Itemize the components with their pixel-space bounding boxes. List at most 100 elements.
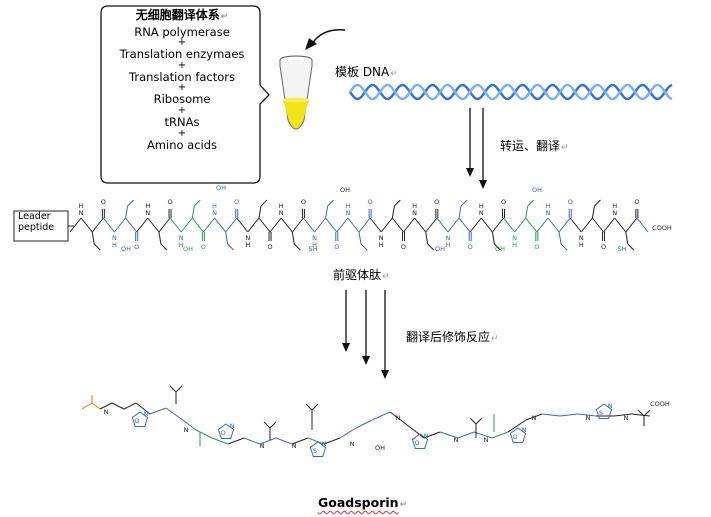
sulfur-atom: S xyxy=(599,409,603,417)
nitrogen-atom: N xyxy=(322,440,327,448)
hydrogen-atom: H xyxy=(245,241,250,249)
side-chain-bond xyxy=(591,205,595,219)
side-chain-bond xyxy=(469,417,477,425)
side-chain-bond xyxy=(560,243,568,251)
goadsporin-label: Goadsporin↵ xyxy=(318,495,408,510)
backbone-bond xyxy=(136,217,149,233)
side-chain-bond xyxy=(127,199,134,207)
backbone-bond xyxy=(69,217,82,233)
side-chain-bond xyxy=(193,199,201,207)
oxygen-atom: O xyxy=(234,198,239,206)
backbone-bond xyxy=(541,413,561,417)
backbone-bond xyxy=(503,217,516,233)
oxygen-atom: O xyxy=(534,243,539,251)
backbone-bond xyxy=(403,217,415,233)
cellfree-item: Translation factors xyxy=(129,69,235,84)
backbone-bond xyxy=(625,217,638,233)
nitrogen-atom: N xyxy=(484,436,489,444)
nitrogen-atom: N xyxy=(608,402,613,410)
nitrogen-atom: N xyxy=(479,209,484,217)
oxygen-atom: O xyxy=(501,198,506,206)
acetyl-bond xyxy=(81,402,101,410)
side-chain-bond xyxy=(305,403,313,411)
backbone-bond xyxy=(439,431,459,439)
side-chain-bond xyxy=(327,199,335,207)
backbone-bond xyxy=(369,217,382,233)
thiol-label: SH xyxy=(617,245,626,253)
backbone-bond xyxy=(275,437,293,445)
oxygen-atom: O xyxy=(268,243,273,251)
curved-arrow-icon xyxy=(311,29,346,45)
nitrogen-atom: N xyxy=(579,234,584,242)
backbone-bond xyxy=(436,217,449,233)
backbone-bond xyxy=(179,417,197,431)
oxygen-atom: O xyxy=(634,198,639,206)
nitrogen-atom: N xyxy=(522,426,527,434)
sulfur-atom: S xyxy=(313,447,317,455)
oxygen-atom: O xyxy=(568,198,573,206)
backbone-bond xyxy=(457,431,475,439)
thiazole-ring xyxy=(309,441,327,457)
backbone-bond xyxy=(491,217,504,233)
side-chain-bond xyxy=(260,199,268,207)
plus-sign: + xyxy=(177,37,187,49)
backbone-bond xyxy=(325,217,338,233)
backbone-bond xyxy=(214,217,227,233)
thiol-label: SH xyxy=(308,245,317,253)
hydrogen-atom: H xyxy=(112,241,117,249)
side-chain-bond xyxy=(425,231,429,245)
nitrogen-atom: N xyxy=(112,234,117,242)
hydrogen-atom: H xyxy=(79,202,84,210)
nitrogen-atom: N xyxy=(379,234,384,242)
backbone-bond xyxy=(135,402,151,415)
backbone-bond xyxy=(558,217,571,233)
hydrogen-atom: H xyxy=(379,241,384,249)
cellfree-item: RNA polymerase xyxy=(134,24,230,39)
oxygen-atom: O xyxy=(101,198,106,206)
backbone-bond xyxy=(592,217,604,233)
backbone-bond xyxy=(423,431,441,439)
nitrogen-atom: N xyxy=(445,234,450,242)
backbone-bond xyxy=(169,217,182,233)
backbone-bond xyxy=(339,427,357,439)
side-chain-bond xyxy=(160,243,168,251)
backbone-bond xyxy=(358,217,371,233)
hydroxyl-label: OH xyxy=(495,245,505,253)
backbone-bond xyxy=(280,217,293,233)
oxygen-atom: O xyxy=(414,439,419,447)
backbone-bond xyxy=(291,217,304,233)
cellfree-item: tRNAs xyxy=(164,114,200,129)
backbone-bond xyxy=(147,217,160,233)
leader-peptide-label: Leader peptide xyxy=(18,211,55,233)
side-chain-bond xyxy=(311,403,319,411)
plus-sign: + xyxy=(177,59,187,71)
backbone-bond xyxy=(425,217,438,233)
side-chain-bond xyxy=(325,205,329,219)
hydrogen-atom: H xyxy=(179,241,184,249)
hydroxyl-label: OH xyxy=(121,245,131,253)
oxygen-atom: O xyxy=(468,243,473,251)
backbone-bond xyxy=(355,419,373,429)
backbone-bond xyxy=(158,217,171,233)
nitrogen-atom: N xyxy=(612,209,617,217)
backbone-bond xyxy=(405,423,425,439)
backbone-bond xyxy=(569,217,582,233)
oxazole-ring xyxy=(411,433,429,449)
oxygen-atom: O xyxy=(134,243,139,251)
carboxyl-label: COOH xyxy=(652,224,672,232)
backbone-bond xyxy=(536,217,549,233)
backbone-bond xyxy=(191,217,204,233)
backbone-bond xyxy=(447,217,460,233)
side-chain-bond xyxy=(460,199,468,207)
nitrogen-atom: N xyxy=(454,436,459,444)
side-chain-bond xyxy=(191,205,195,219)
backbone-bond xyxy=(225,217,238,233)
plus-sign: + xyxy=(177,82,187,94)
plus-sign: + xyxy=(177,104,187,116)
backbone-bond xyxy=(389,411,407,425)
nitrogen-atom: N xyxy=(412,209,417,217)
hydrogen-atom: H xyxy=(512,241,517,249)
backbone-bond xyxy=(391,217,404,233)
